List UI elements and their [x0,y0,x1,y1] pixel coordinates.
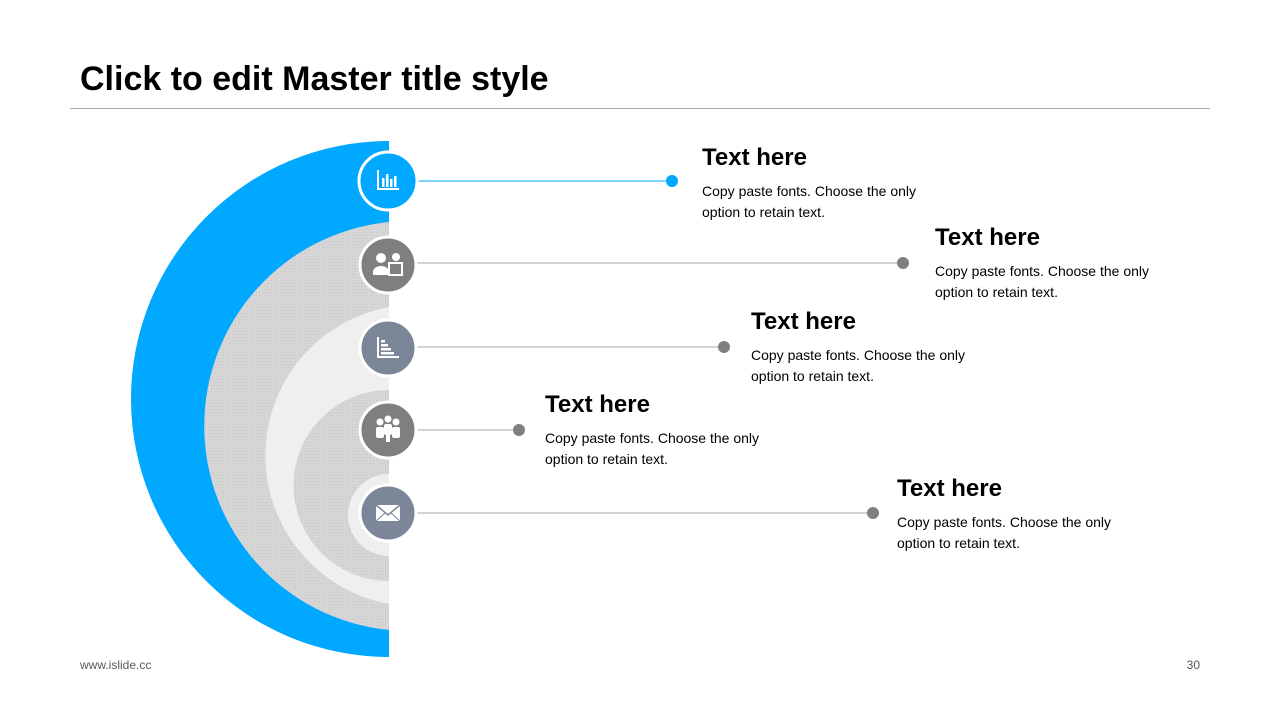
stair-chart-icon [358,318,418,378]
item-heading: Text here [935,224,1040,251]
item-heading: Text here [751,308,856,335]
list-item: Text here Copy paste fonts. Choose the o… [897,474,1117,554]
envelope-icon [358,483,418,543]
connector-dot-2 [897,257,909,269]
page-number: 30 [1186,658,1200,672]
connector-dot-4 [513,424,525,436]
team-icon [358,400,418,460]
bar-chart-icon [357,150,419,212]
slide-title: Click to edit Master title style [80,60,549,98]
connector-dot-1 [666,175,678,187]
connector-dot-5 [867,507,879,519]
item-heading: Text here [702,144,807,171]
connector-dot-3 [718,341,730,353]
list-item: Text here Copy paste fonts. Choose the o… [935,223,1155,303]
item-heading: Text here [897,475,1002,502]
item-body: Copy paste fonts. Choose the only option… [935,263,1150,300]
item-body: Copy paste fonts. Choose the only option… [545,430,760,467]
footer-url: www.islide.cc [80,658,152,672]
title-divider [70,108,1210,109]
item-body: Copy paste fonts. Choose the only option… [751,347,966,384]
list-item: Text here Copy paste fonts. Choose the o… [545,390,765,470]
item-body: Copy paste fonts. Choose the only option… [702,183,917,220]
list-item: Text here Copy paste fonts. Choose the o… [702,143,922,223]
item-heading: Text here [545,391,650,418]
list-item: Text here Copy paste fonts. Choose the o… [751,307,971,387]
presenter-icon [358,235,418,295]
item-body: Copy paste fonts. Choose the only option… [897,514,1112,551]
